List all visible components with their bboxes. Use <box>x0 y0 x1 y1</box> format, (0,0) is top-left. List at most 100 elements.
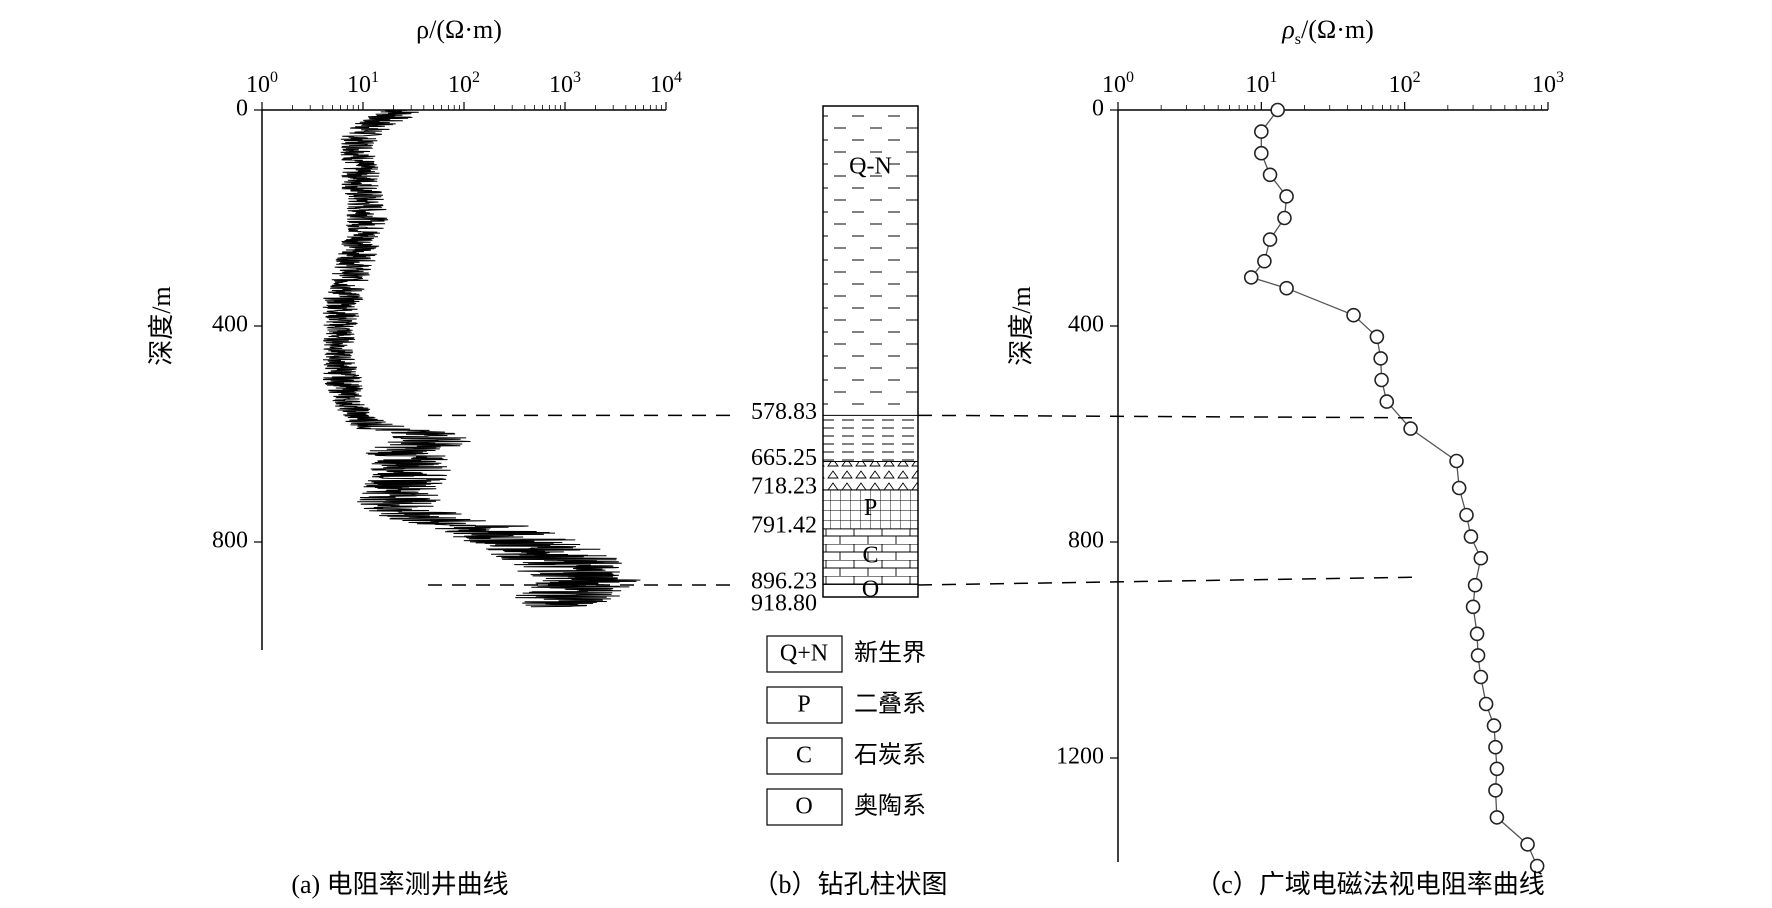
panel-b-legend-code: C <box>796 743 812 769</box>
panel-b-depth-label: 791.42 <box>751 512 817 538</box>
panel-b-layer-label: Q-N <box>849 153 892 179</box>
panel-c-data-point <box>1467 577 1483 593</box>
panel-b-depth-label: 896.23 <box>751 568 817 594</box>
panel-b-depth-label: 918.80 <box>751 591 817 617</box>
panel-b-caption: （b）钻孔柱状图 <box>752 870 947 899</box>
panel-a-x-tick-base: 10 <box>347 72 371 98</box>
panel-a-x-tick-exp: 1 <box>371 69 379 86</box>
panel-b-layer-fill <box>823 584 918 597</box>
panel-c-x-tick-label: 102 <box>1389 69 1421 98</box>
panel-c-y-tick-label: 800 <box>1068 528 1104 554</box>
panel-b-legend-name: 新生界 <box>854 640 926 667</box>
panel-c-data-point <box>1489 810 1505 825</box>
panel-b-layer-fill <box>823 415 918 462</box>
panel-c-caption: （c）广域电磁法视电阻率曲线 <box>1195 870 1545 899</box>
panel-b-marks: Q-NPCO578.83665.25718.23791.42896.23918.… <box>751 105 926 826</box>
panel-a-x-tick-exp: 0 <box>270 69 278 86</box>
panel-a-x-tick-exp: 2 <box>472 69 480 86</box>
panel-a-x-tick-base: 10 <box>549 72 573 98</box>
panel-c-data-point <box>1473 550 1489 566</box>
panel-c-data-point <box>1459 507 1474 523</box>
panel-c-x-tick-base: 10 <box>1532 72 1556 98</box>
panel-c-data-point <box>1470 648 1486 663</box>
panel-a-x-tick-base: 10 <box>650 72 674 98</box>
panel-b-layer-label: P <box>864 495 877 521</box>
panel-a-x-tick-label: 104 <box>650 69 682 98</box>
panel-b-legend-box <box>766 788 843 826</box>
panel-b-depth-label: 665.25 <box>751 445 817 471</box>
panel-c-data-point <box>1369 329 1385 345</box>
panel-a-y-title: 深度/m <box>147 286 176 365</box>
panel-c-x-title-base: ρ <box>1281 15 1294 44</box>
panel-c-data-point <box>1486 718 1502 733</box>
panel-c-data-point <box>1374 372 1389 388</box>
panel-c-x-tick-exp: 3 <box>1556 69 1564 86</box>
panel-c-x-tick-exp: 2 <box>1413 69 1421 86</box>
panel-c-x-tick-base: 10 <box>1102 72 1126 98</box>
panel-b-legend-box <box>766 686 843 724</box>
panel-b-legend-code: Q+N <box>780 641 828 667</box>
panel-b-legend-box <box>766 635 843 673</box>
panel-b-legend-name: 奥陶系 <box>854 793 926 820</box>
panel-c-data-point <box>1529 858 1545 874</box>
panel-b-legend-code: P <box>797 692 810 718</box>
panel-c-y-tick-label: 400 <box>1068 312 1104 338</box>
panel-c-data-point <box>1379 394 1395 409</box>
panel-b-legend-box <box>766 737 843 775</box>
panel-c-data-point <box>1262 232 1278 247</box>
panel-c-series-line <box>1250 109 1538 867</box>
panel-c-data-point <box>1478 696 1494 712</box>
panel-c-data-point <box>1270 102 1285 118</box>
panel-a-x-title: ρ/(Ω·m) <box>416 15 502 44</box>
panel-c-x-tick-label: 100 <box>1102 69 1134 98</box>
panel-c-data-point <box>1346 307 1361 323</box>
panel-c-x-title-sub: s <box>1295 31 1301 48</box>
panel-c-x-title-rest: /(Ω·m) <box>1301 15 1374 44</box>
panel-c-x-title: ρs/(Ω·m) <box>1281 15 1373 48</box>
panel-c-data-point <box>1254 124 1269 139</box>
panel-c-x-tick-base: 10 <box>1389 72 1413 98</box>
panel-c-data-point <box>1279 280 1294 296</box>
panel-c-data-point <box>1488 739 1503 755</box>
panel-c-data-point <box>1449 453 1464 469</box>
panel-c-data-point <box>1277 210 1292 226</box>
panel-c-data-point <box>1473 669 1489 685</box>
panel-b-depth-label: 578.83 <box>751 399 817 425</box>
panel-b-legend-name: 二叠系 <box>854 691 926 718</box>
panel-a-x-tick-base: 10 <box>448 72 472 98</box>
panel-b-layer-fill <box>823 106 918 416</box>
panel-c-data-point <box>1257 253 1272 269</box>
panel-b-column-frame <box>822 105 919 598</box>
panel-a-y-tick-label: 800 <box>212 528 248 554</box>
panel-c-data-point <box>1469 626 1485 642</box>
panel-c-data-point <box>1451 480 1467 496</box>
panel-a-x-tick-label: 102 <box>448 69 480 98</box>
panel-c-data-point <box>1520 837 1535 852</box>
panel-c-data-point <box>1465 599 1481 615</box>
panel-c-data-point <box>1254 145 1269 161</box>
panel-b-borehole-column: Q-NPCO578.83665.25718.23791.42896.23918.… <box>751 105 948 899</box>
panel-a-caption: (a) 电阻率测井曲线 <box>291 870 508 899</box>
panel-c-x-tick-exp: 1 <box>1269 69 1277 86</box>
panel-b-legend-code: O <box>795 794 812 820</box>
panel-c-data-point <box>1403 421 1418 436</box>
panel-b-layer-fill <box>823 489 918 529</box>
panel-b-layer-fill <box>823 461 918 490</box>
panel-c-data-point <box>1463 529 1479 544</box>
panel-a-x-tick-label: 103 <box>549 69 581 98</box>
correlation-line-right <box>917 414 1421 419</box>
panel-c-data-point <box>1488 783 1503 798</box>
panel-c-data-point <box>1373 351 1388 366</box>
panel-c-data-point <box>1243 270 1259 285</box>
panel-a-resistivity-curve <box>322 109 641 608</box>
panel-b-layer-fill <box>823 528 918 585</box>
panel-c-data-point <box>1489 761 1505 777</box>
panel-c-y-tick-label: 1200 <box>1056 744 1104 770</box>
panel-a-x-tick-exp: 3 <box>573 69 581 86</box>
panel-a-y-tick-label: 0 <box>236 96 248 122</box>
